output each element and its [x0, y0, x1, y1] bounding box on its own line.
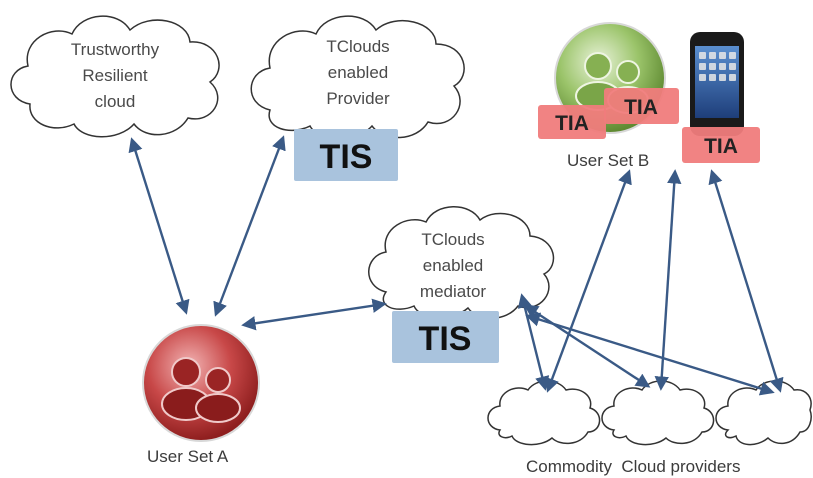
trustworthy-line-1: Trustworthy	[71, 40, 160, 59]
trustworthy-cloud: Trustworthy Resilient cloud	[10, 15, 220, 138]
user-set-a-caption: User Set A	[147, 447, 229, 466]
user-set-a-icon	[142, 324, 260, 442]
tis-mediator-label: TIS	[419, 320, 472, 358]
mediator-line-1: TClouds	[421, 230, 484, 249]
tis-mediator-box: TIS	[392, 311, 499, 363]
tia-badge-2: TIA	[604, 88, 679, 124]
tis-provider-box: TIS	[294, 129, 398, 181]
arrow-mediator-commodity3	[525, 312, 775, 396]
trustworthy-line-3: cloud	[95, 92, 136, 111]
provider-cloud: TClouds enabled Provider	[250, 15, 465, 140]
commodity-caption: Commodity Cloud providers	[526, 457, 740, 476]
mediator-line-2: enabled	[423, 256, 484, 275]
provider-line-3: Provider	[326, 89, 390, 108]
commodity-cloud-2	[601, 380, 715, 446]
mediator-line-3: mediator	[420, 282, 486, 301]
provider-line-1: TClouds	[326, 37, 389, 56]
tis-provider-label: TIS	[320, 138, 373, 176]
commodity-cloud-3	[715, 380, 812, 446]
connection-arrows	[128, 135, 784, 396]
arrow-mediator-usersetb	[545, 169, 632, 393]
user-set-b-caption: User Set B	[567, 151, 649, 170]
arrow-usera-provider	[213, 135, 286, 317]
arrow-mediator-commodity2	[523, 304, 651, 388]
tia-badge-1: TIA	[538, 105, 606, 139]
provider-line-2: enabled	[328, 63, 389, 82]
arrow-usera-mediator	[241, 298, 387, 331]
arrow-commodity2-usersetb	[654, 169, 682, 391]
tia-badge-phone: TIA	[682, 127, 760, 163]
mediator-cloud: TClouds enabled mediator	[368, 206, 555, 319]
tia-label-phone: TIA	[704, 135, 738, 158]
arrow-usera-trustworthy	[128, 137, 190, 315]
tia-label-2: TIA	[624, 96, 658, 119]
arrow-commodity3-phone	[708, 169, 784, 393]
trustworthy-line-2: Resilient	[82, 66, 147, 85]
tia-label-1: TIA	[555, 112, 589, 135]
commodity-cloud-1	[487, 380, 601, 446]
smartphone-icon	[690, 32, 744, 136]
